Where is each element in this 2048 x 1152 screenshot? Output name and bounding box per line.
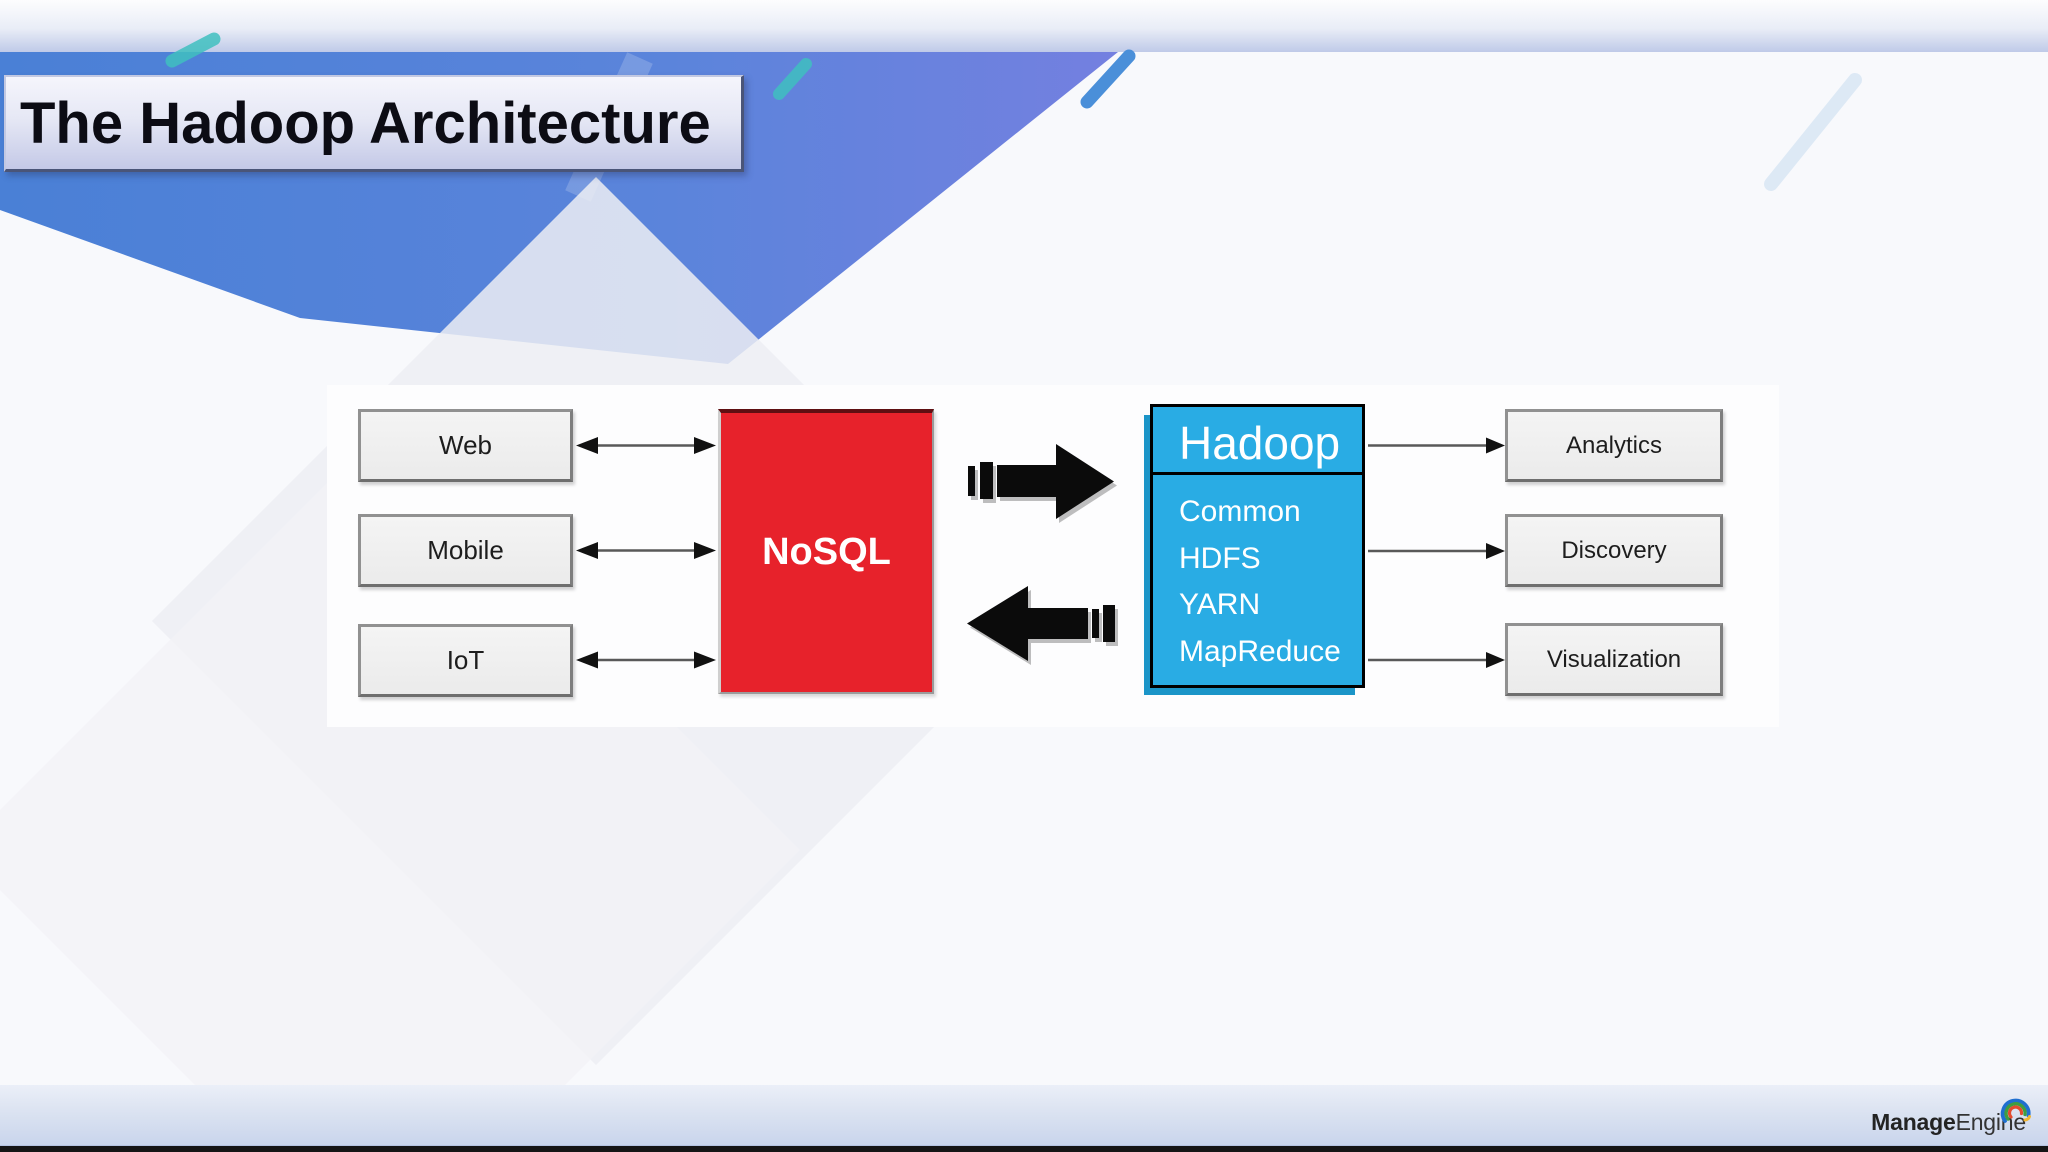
hadoop-component: MapReduce (1179, 635, 1341, 669)
title-box: The Hadoop Architecture (4, 75, 744, 172)
brand-text-light: Engine (1955, 1109, 2027, 1135)
pale-slash-right (1764, 73, 1862, 191)
node-discovery-label: Discovery (1561, 536, 1667, 564)
node-web: Web (358, 409, 573, 482)
hadoop-header: Hadoop (1153, 407, 1362, 475)
blue-slash (1080, 49, 1136, 109)
hadoop-component: Common (1179, 495, 1301, 528)
brand-swirl-icon (2000, 1098, 2031, 1123)
node-nosql-label: NoSQL (762, 531, 891, 573)
hadoop-component: HDFS (1179, 541, 1261, 575)
node-nosql: NoSQL (718, 409, 934, 694)
node-mobile: Mobile (358, 514, 573, 587)
hadoop-component: YARN (1179, 588, 1261, 622)
node-iot: IoT (358, 624, 573, 697)
bottom-black-strip (0, 1146, 2048, 1152)
node-visualization-label: Visualization (1546, 645, 1682, 673)
hadoop-title: Hadoop (1179, 417, 1341, 469)
node-hadoop: Hadoop Common HDFS YARN MapReduce (1150, 404, 1365, 688)
node-mobile-label: Mobile (427, 535, 504, 565)
teal-slash-left (165, 32, 221, 68)
node-analytics-label: Analytics (1565, 431, 1663, 459)
node-analytics: Analytics (1505, 409, 1723, 482)
node-web-label: Web (439, 430, 492, 460)
page-title: The Hadoop Architecture (20, 91, 711, 156)
top-gradient-strip (0, 0, 2048, 52)
teal-slash-center (773, 58, 812, 100)
node-iot-label: IoT (446, 645, 485, 675)
node-visualization: Visualization (1505, 623, 1723, 696)
brand-text-bold: Manage (1871, 1109, 1956, 1135)
watermark-diamond-2 (0, 430, 800, 1152)
node-discovery: Discovery (1505, 514, 1723, 587)
hadoop-component-list: Common HDFS YARN MapReduce (1153, 475, 1362, 676)
